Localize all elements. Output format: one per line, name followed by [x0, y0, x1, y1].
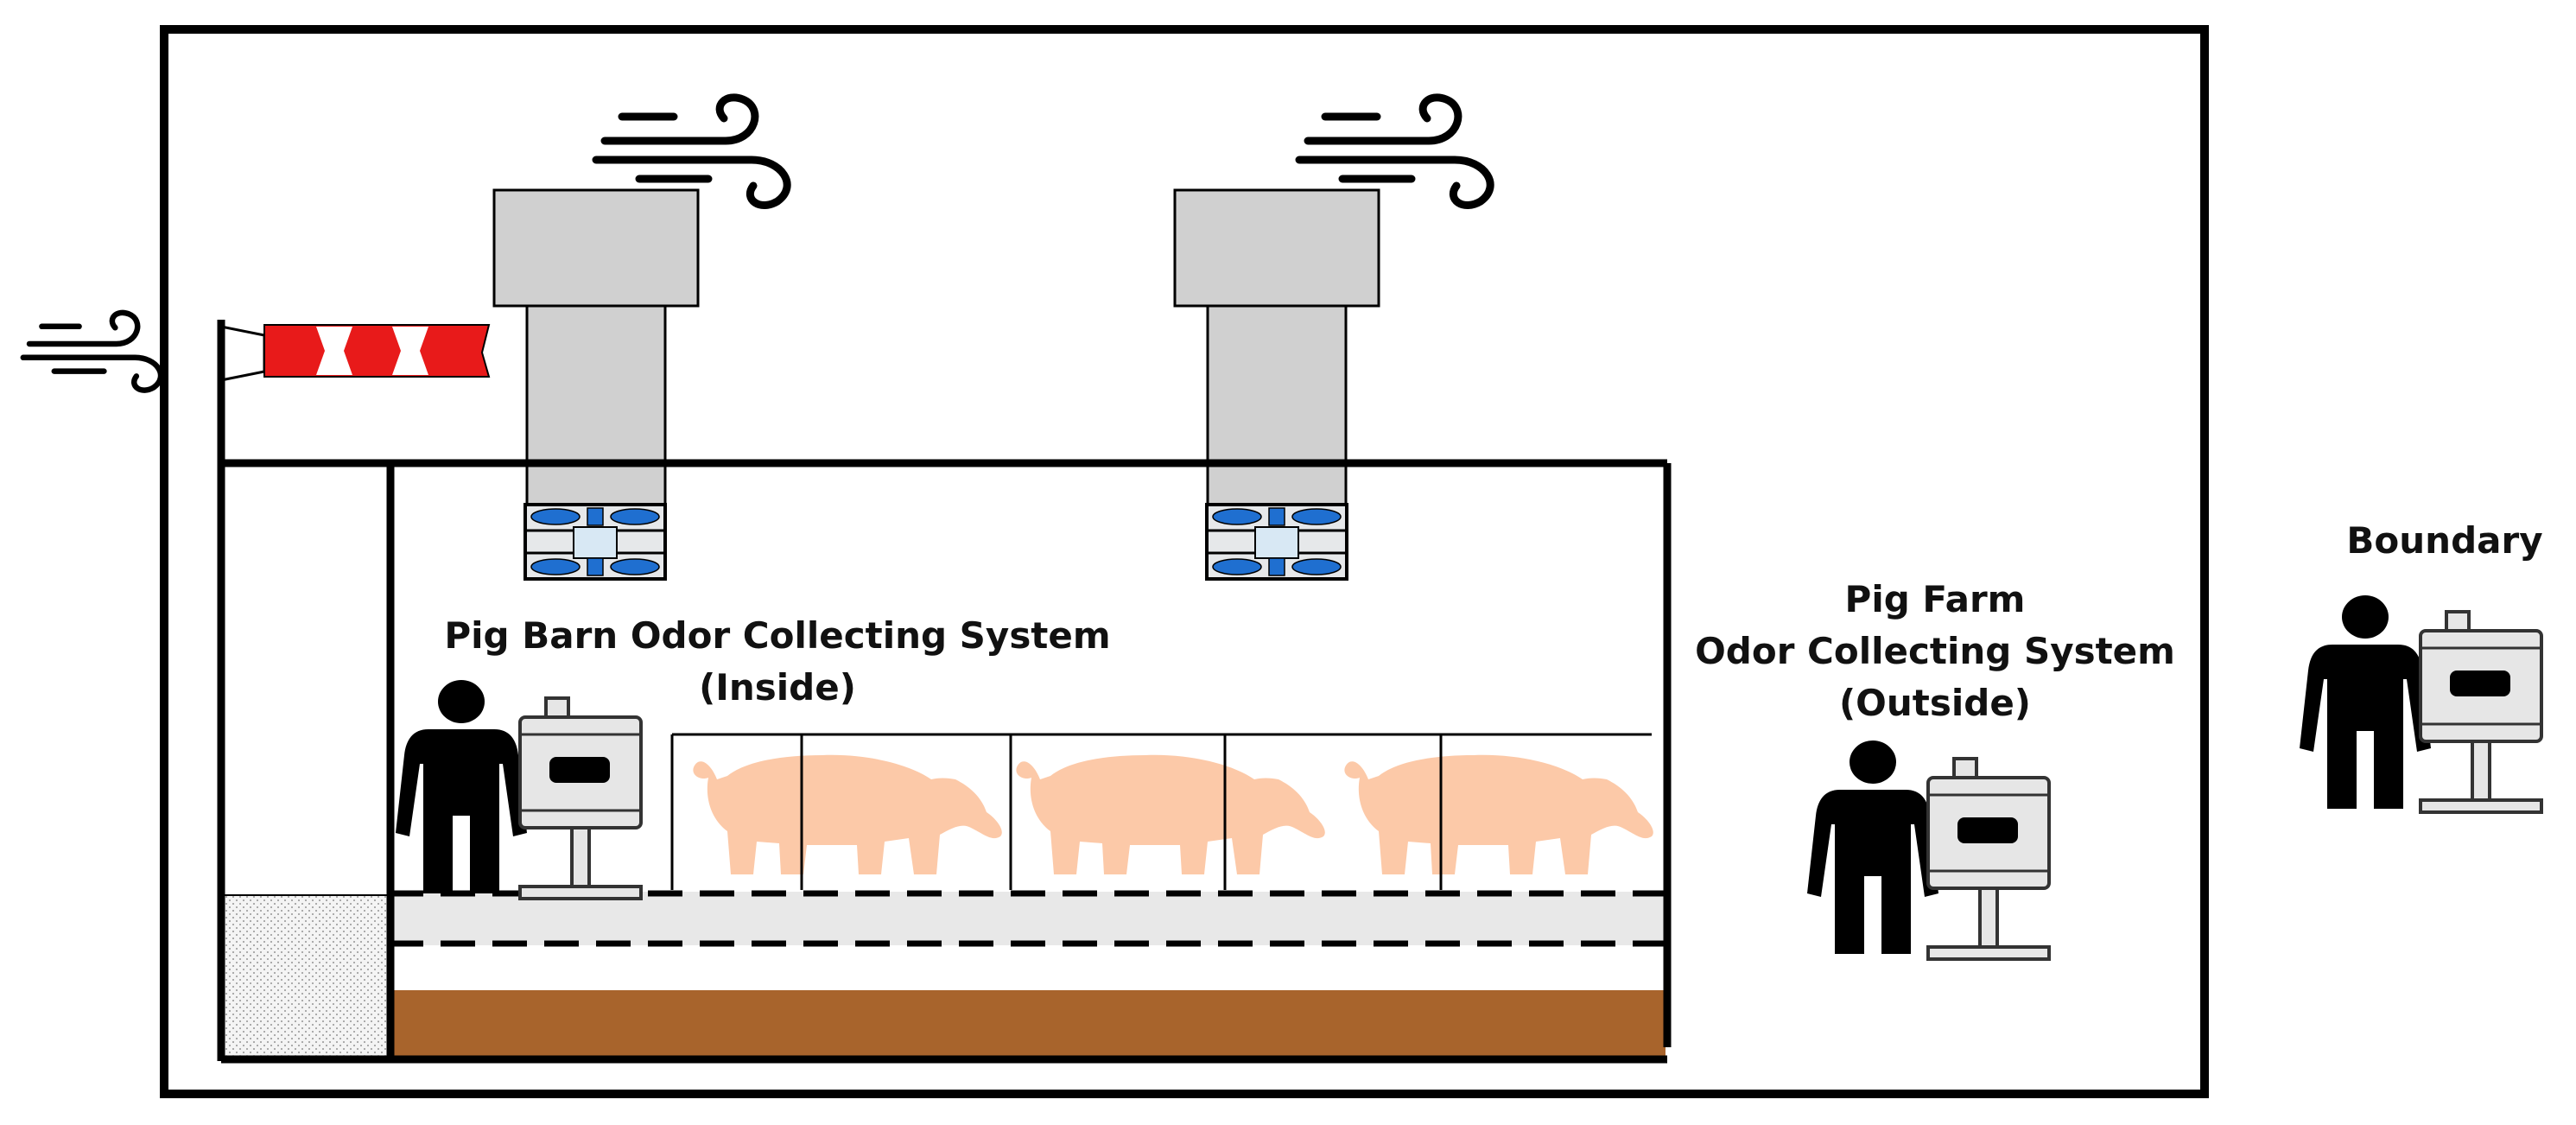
- exhaust-fan-icon: [1205, 503, 1348, 581]
- pig-icon: [1344, 754, 1653, 874]
- person-icon: [2300, 595, 2431, 809]
- windsock-icon: [218, 321, 491, 474]
- exhaust-stack-left: [492, 188, 700, 581]
- pig-barn: [217, 320, 1672, 1064]
- person-icon: [1807, 740, 1938, 954]
- pig-icon: [693, 754, 1002, 874]
- manure-pit: [389, 990, 1666, 1058]
- exhaust-stack-right: [1173, 188, 1380, 581]
- wind-icon: [23, 313, 161, 391]
- odor-sampler-icon: [1926, 757, 2051, 961]
- slatted-floor: [389, 892, 1666, 945]
- outside-system-label-line2: Odor Collecting System: [1695, 630, 2175, 672]
- pig-icon: [1016, 754, 1325, 874]
- inside-system-sublabel: (Inside): [699, 666, 856, 709]
- outside-system-label-line1: Pig Farm: [1844, 578, 2026, 620]
- inside-system-label: Pig Barn Odor Collecting System: [444, 614, 1111, 657]
- outside-system-sublabel: (Outside): [1838, 682, 2032, 724]
- exhaust-fan-icon: [523, 503, 667, 581]
- anteroom-floor: [220, 894, 390, 1058]
- odor-sampler-icon: [2419, 610, 2543, 814]
- odor-sampler-icon: [518, 696, 643, 900]
- boundary-label: Boundary: [2346, 519, 2543, 562]
- farm-boundary-frame: [160, 25, 2209, 1098]
